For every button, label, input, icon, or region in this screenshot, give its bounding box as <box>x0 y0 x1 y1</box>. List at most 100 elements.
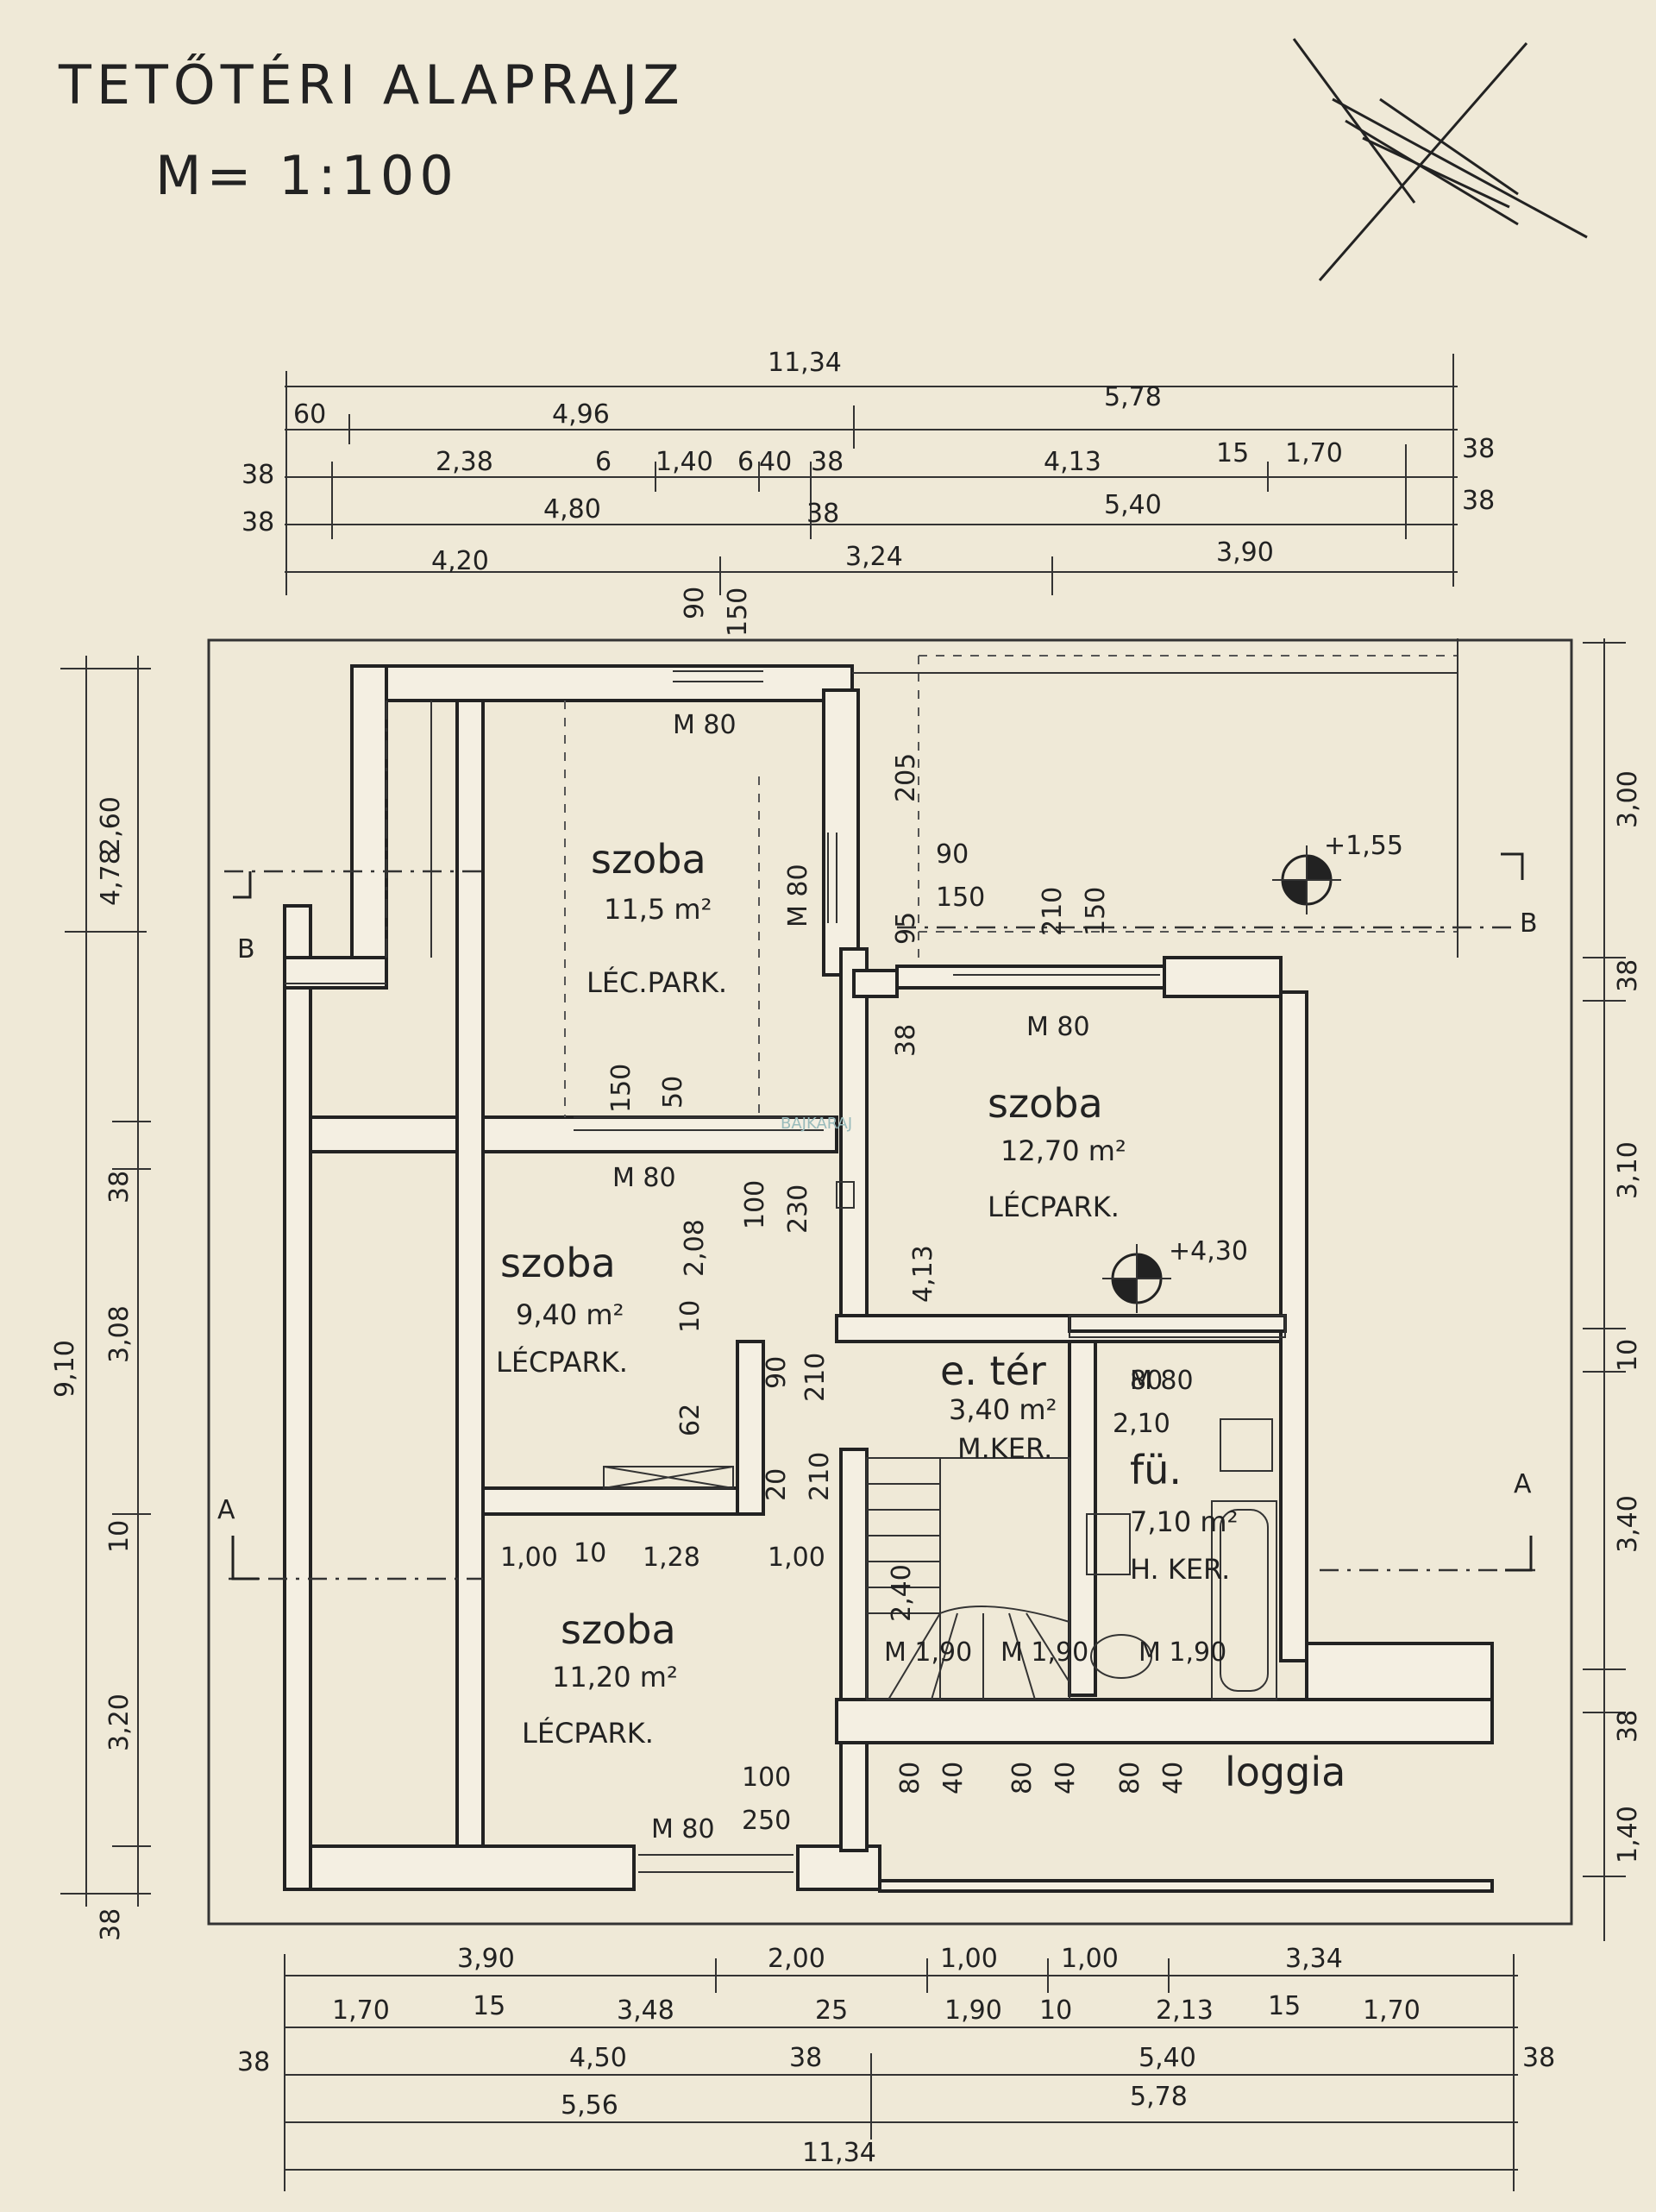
inner-dim: 150 <box>1081 887 1111 936</box>
inner-dim: 230 <box>783 1185 813 1234</box>
bottom-dimension-chain <box>284 1954 1518 2191</box>
top-dim: 3,24 <box>845 542 903 572</box>
inner-dim: 2,40 <box>887 1564 917 1622</box>
right-dim: 3,00 <box>1613 770 1643 828</box>
plan-title: TETŐTÉRI ALAPRAJZ <box>58 53 685 116</box>
inner-dim: 150 <box>723 588 753 637</box>
top-dim: 4,96 <box>552 399 610 430</box>
left-dim: 3,20 <box>104 1694 135 1751</box>
chimney-flue <box>836 1181 855 1209</box>
top-dim: 38 <box>806 499 839 529</box>
bottom-dim: 1,70 <box>332 1995 390 2026</box>
bottom-dim: 2,13 <box>1156 1995 1214 2026</box>
inner-dim: 80 <box>1130 1366 1163 1396</box>
right-dim: 3,40 <box>1613 1495 1643 1553</box>
bath-name: fü. <box>1130 1447 1182 1493</box>
inner-dim: 95 <box>891 912 921 945</box>
bottom-dim: 38 <box>1522 2043 1555 2073</box>
top-dim: 5,78 <box>1104 382 1162 412</box>
right-dim: 1,40 <box>1613 1806 1643 1863</box>
left-dim: 2,60 <box>96 796 126 854</box>
door-label: M 80 <box>1130 1366 1194 1396</box>
inner-dim: 90 <box>936 839 969 870</box>
door-label: M 1,90 <box>884 1637 972 1668</box>
right-dimension-chain <box>1583 638 1626 1941</box>
top-dim-total: 11,34 <box>768 348 842 378</box>
inner-dim: 80 <box>895 1762 925 1794</box>
door-label: M 1,90 <box>1000 1637 1088 1668</box>
bath-area: 7,10 m² <box>1130 1505 1238 1538</box>
right-dim: 38 <box>1613 959 1643 992</box>
left-dim: 4,78 <box>96 848 126 906</box>
plan-scale: M= 1:100 <box>155 144 459 207</box>
room-1-note: LÉC.PARK. <box>586 966 727 999</box>
bottom-dim-total: 11,34 <box>802 2138 876 2168</box>
section-b-label-right: B <box>1520 908 1538 939</box>
section-line-a <box>229 1536 1535 1580</box>
bottom-dim: 15 <box>473 1991 505 2021</box>
inner-dim: 1,00 <box>768 1543 825 1573</box>
door-label: M 80 <box>651 1814 715 1844</box>
inner-dim: 2,08 <box>680 1219 710 1277</box>
room-1-name: szoba <box>591 836 706 883</box>
bottom-dim: 3,34 <box>1285 1944 1343 1974</box>
north-arrow-icon <box>1292 38 1588 281</box>
right-dim: 3,10 <box>1613 1141 1643 1199</box>
section-a-label-right: A <box>1514 1469 1532 1499</box>
inner-dim: 210 <box>1038 887 1068 936</box>
hall-name: e. tér <box>940 1348 1046 1394</box>
inner-dim: 80 <box>1007 1762 1038 1794</box>
right-dim: 10 <box>1613 1339 1643 1372</box>
left-dim: 10 <box>104 1520 135 1553</box>
inner-dim: 250 <box>742 1806 791 1836</box>
door-label: M 80 <box>783 864 813 927</box>
room-4-name: szoba <box>561 1606 676 1653</box>
level-marker-icon <box>1272 845 1341 914</box>
room-3-note: LÉCPARK. <box>496 1346 628 1379</box>
inner-dim: 40 <box>1158 1762 1189 1794</box>
room-3-name: szoba <box>500 1240 616 1286</box>
inner-dim: 100 <box>740 1180 770 1229</box>
hall-area: 3,40 m² <box>949 1393 1057 1426</box>
room-4-note: LÉCPARK. <box>522 1717 654 1750</box>
door-label: M 1,90 <box>1138 1637 1226 1668</box>
top-dim: 4,80 <box>543 494 601 525</box>
bottom-dim: 5,78 <box>1130 2082 1188 2112</box>
top-dimension-chain <box>285 354 1458 595</box>
top-dim: 15 <box>1216 438 1249 468</box>
inner-dim: 38 <box>891 1024 921 1057</box>
inner-dim: 150 <box>936 883 985 913</box>
top-dim: 38 <box>242 507 274 537</box>
loggia-name: loggia <box>1225 1749 1346 1795</box>
bottom-dim: 38 <box>789 2043 822 2073</box>
bottom-dim: 10 <box>1039 1995 1072 2026</box>
bottom-dim: 1,00 <box>940 1944 998 1974</box>
inner-dim: 40 <box>1051 1762 1081 1794</box>
bathroom-fixtures <box>1069 1315 1286 1700</box>
top-dim: 38 <box>1462 434 1495 464</box>
top-dim: 3,90 <box>1216 537 1274 568</box>
top-dim: 2,38 <box>436 447 493 477</box>
bottom-dim: 15 <box>1268 1991 1301 2021</box>
inner-dim: 1,28 <box>643 1543 700 1573</box>
inner-dim: 150 <box>606 1064 637 1113</box>
top-dim: 60 <box>293 399 326 430</box>
door-label: M 80 <box>612 1163 676 1193</box>
left-dim: 38 <box>104 1171 135 1203</box>
section-b-label-left: B <box>237 934 255 965</box>
bottom-dim: 5,56 <box>561 2090 618 2121</box>
inner-dim: 10 <box>675 1300 706 1333</box>
inner-dim: 100 <box>742 1763 791 1793</box>
inner-dim: 10 <box>574 1538 606 1568</box>
inner-dim: 210 <box>805 1452 835 1501</box>
top-dim: 1,40 <box>656 447 713 477</box>
bottom-dim: 5,40 <box>1138 2043 1196 2073</box>
room-3-area: 9,40 m² <box>516 1298 624 1331</box>
inner-dim: 20 <box>762 1468 792 1501</box>
inner-dim: 50 <box>658 1076 688 1109</box>
top-dim: 38 <box>811 447 844 477</box>
bottom-dim: 4,50 <box>569 2043 627 2073</box>
left-dim-total: 9,10 <box>50 1340 80 1398</box>
